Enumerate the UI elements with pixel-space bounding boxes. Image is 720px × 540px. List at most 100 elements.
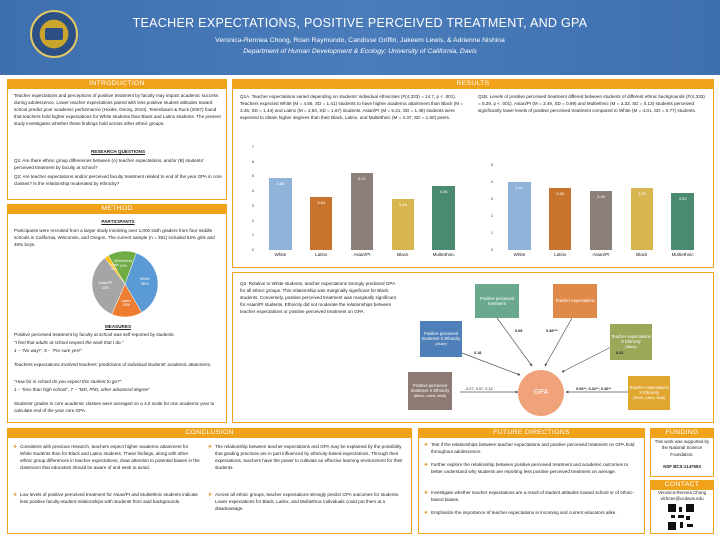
measure-1-text: Positive perceived treatment by faculty … (14, 332, 175, 337)
research-question-2: Q2: Are teacher expectations and/or perc… (14, 174, 222, 186)
y-tick-label: 3 (490, 196, 493, 201)
research-question-1: Q1: Are there ethnic group differences b… (14, 158, 204, 170)
coef-tex-white-gpa: 0.06**, 0.32**, 0.36** (576, 387, 612, 391)
y-tick-label: 5 (251, 173, 254, 179)
y-tick-label: 2 (251, 217, 254, 223)
future-bullet-1: Test if the relationships between teache… (424, 441, 639, 455)
bar-value-label: 4.36 (439, 188, 448, 194)
bar-value-label: 4.86 (276, 181, 285, 187)
bar-latinx (548, 188, 572, 250)
coef-pptx-multi-gpa: -0.27, 0.07, 0.12 (465, 387, 493, 391)
y-tick-label: 0 (490, 247, 493, 252)
bar-value-label: 3.63 (556, 191, 565, 197)
bar-black (391, 199, 415, 250)
node-ppt-x-ethnicity-multi: Positive perceived treatment X Ethnicity… (408, 372, 452, 410)
qr-code-icon[interactable] (668, 504, 694, 530)
node-te-x-ethnicity-black: Teacher expectations X Ethnicity(Black) (610, 324, 652, 360)
conclusion-bullet-3: The relationship between teacher expecta… (208, 443, 405, 471)
ethnicity-pie-chart (91, 250, 159, 318)
contact-email[interactable]: vlchone@ucdavis.edu (660, 496, 704, 501)
path-model-arrows (460, 317, 628, 394)
category-label: Latinx (554, 252, 567, 257)
bar-latinx (309, 196, 333, 250)
bar-asianpi (589, 190, 613, 250)
intro-paragraph: Teacher expectations and perceptions of … (14, 93, 221, 126)
bar-value-label: 3.49 (597, 193, 605, 199)
coef-te-gpa: 0.38*** (546, 329, 558, 333)
measure-3-text: Students' grades in core academic classe… (14, 401, 215, 413)
category-label: Asian/PI (353, 252, 371, 257)
future-heading: FUTURE DIRECTIONS (418, 428, 645, 437)
future-bullet-4: Emphasize the importance of teacher expe… (424, 509, 639, 516)
category-label: Asian/PI (592, 252, 610, 257)
contact-heading: CONTACT (650, 480, 714, 489)
participants-text: Participants were recruited from a large… (14, 228, 215, 247)
pie-slice-asianpi (91, 257, 126, 315)
bar-value-label: 5.21 (358, 176, 366, 182)
poster-department: Department of Human Development & Ecolog… (243, 48, 477, 55)
y-tick-label: 0 (251, 247, 254, 252)
y-tick-label: 1 (251, 232, 254, 238)
funding-text: This work was supported by the National … (654, 439, 710, 457)
bar-black (630, 187, 654, 250)
result-q1a-text: Q1A. Teacher expectations varied dependi… (240, 94, 464, 120)
poster-authors: Veronica-Rennea Chong, Roan Raymundo, Ca… (215, 37, 505, 44)
conclusion-heading: CONCLUSION (7, 428, 412, 437)
bar-value-label: 3.63 (317, 199, 326, 205)
bar-value-label: 4.01 (515, 184, 524, 190)
node-gpa: GPA (518, 370, 564, 416)
measure-2-scale: 1 – "less than high school", 7 – "MD, Ph… (14, 387, 150, 392)
result-q2-text: Q2. Relative to White students, teacher … (240, 281, 396, 314)
node-teacher-expectations: Teacher expectations (553, 284, 597, 318)
intro-panel (7, 88, 227, 200)
category-label: Black (636, 252, 648, 257)
measure-2-quote: "How far in school do you expect this st… (14, 379, 122, 384)
y-tick-label: 3 (251, 202, 254, 208)
bar-asianpi (350, 173, 374, 250)
category-label: White (274, 252, 287, 257)
y-tick-label: 6 (251, 158, 254, 164)
result-q1b-text: Q1B. Levels of positive perceived treatm… (478, 94, 705, 113)
y-tick-label: 2 (490, 213, 493, 218)
conclusion-bullet-1: Consistent with previous research, teach… (13, 443, 200, 471)
bar-white (269, 178, 292, 250)
node-te-x-ethnicity-white: Teacher expectations X Ethnicity(White, … (628, 376, 670, 410)
contact-name: Veronica-Rennea Chong (657, 490, 707, 495)
category-label: Black (397, 252, 409, 257)
funding-panel (650, 437, 714, 477)
measure-1-quote: "I feel that adults at school respect th… (14, 340, 124, 345)
future-bullet-3: Investigate whether teacher expectations… (424, 489, 639, 503)
method-heading: METHOD (7, 204, 227, 213)
results-heading: RESULTS (232, 79, 714, 88)
method-panel (7, 213, 227, 423)
funding-heading: FUNDING (650, 428, 714, 437)
coef-pptx-asian-gpa: 0.18 (474, 351, 482, 355)
y-tick-label: 5 (490, 162, 493, 167)
bar-multiethnic (671, 193, 694, 250)
research-questions-heading: RESEARCH QUESTIONS (90, 149, 146, 154)
category-label: Latinx (315, 252, 328, 257)
y-tick-label: 4 (251, 188, 254, 194)
bar-value-label: 3.46 (398, 202, 407, 208)
bar-value-label: 3.33 (678, 196, 687, 202)
category-label: White (513, 252, 526, 257)
uc-davis-seal-icon (30, 10, 78, 58)
measure-2-text: Teachers expectations involved teachers'… (14, 362, 212, 367)
pie-slice-multiethnic (107, 250, 137, 285)
category-label: Multiethnic (432, 252, 455, 257)
intro-heading: INTRODUCTION (7, 79, 227, 88)
measures-heading: MEASURES (104, 324, 132, 329)
coef-ppt-gpa: 0.08 (515, 329, 523, 333)
category-label: Multiethnic (671, 252, 694, 257)
participants-heading: PARTICIPANTS (101, 219, 135, 224)
poster-header: TEACHER EXPECTATIONS, POSITIVE PERCEIVED… (0, 0, 720, 75)
bar-white (508, 181, 531, 250)
measure-1-scale: 1 – "No way!", 5 – "For sure yes!" (14, 348, 82, 353)
